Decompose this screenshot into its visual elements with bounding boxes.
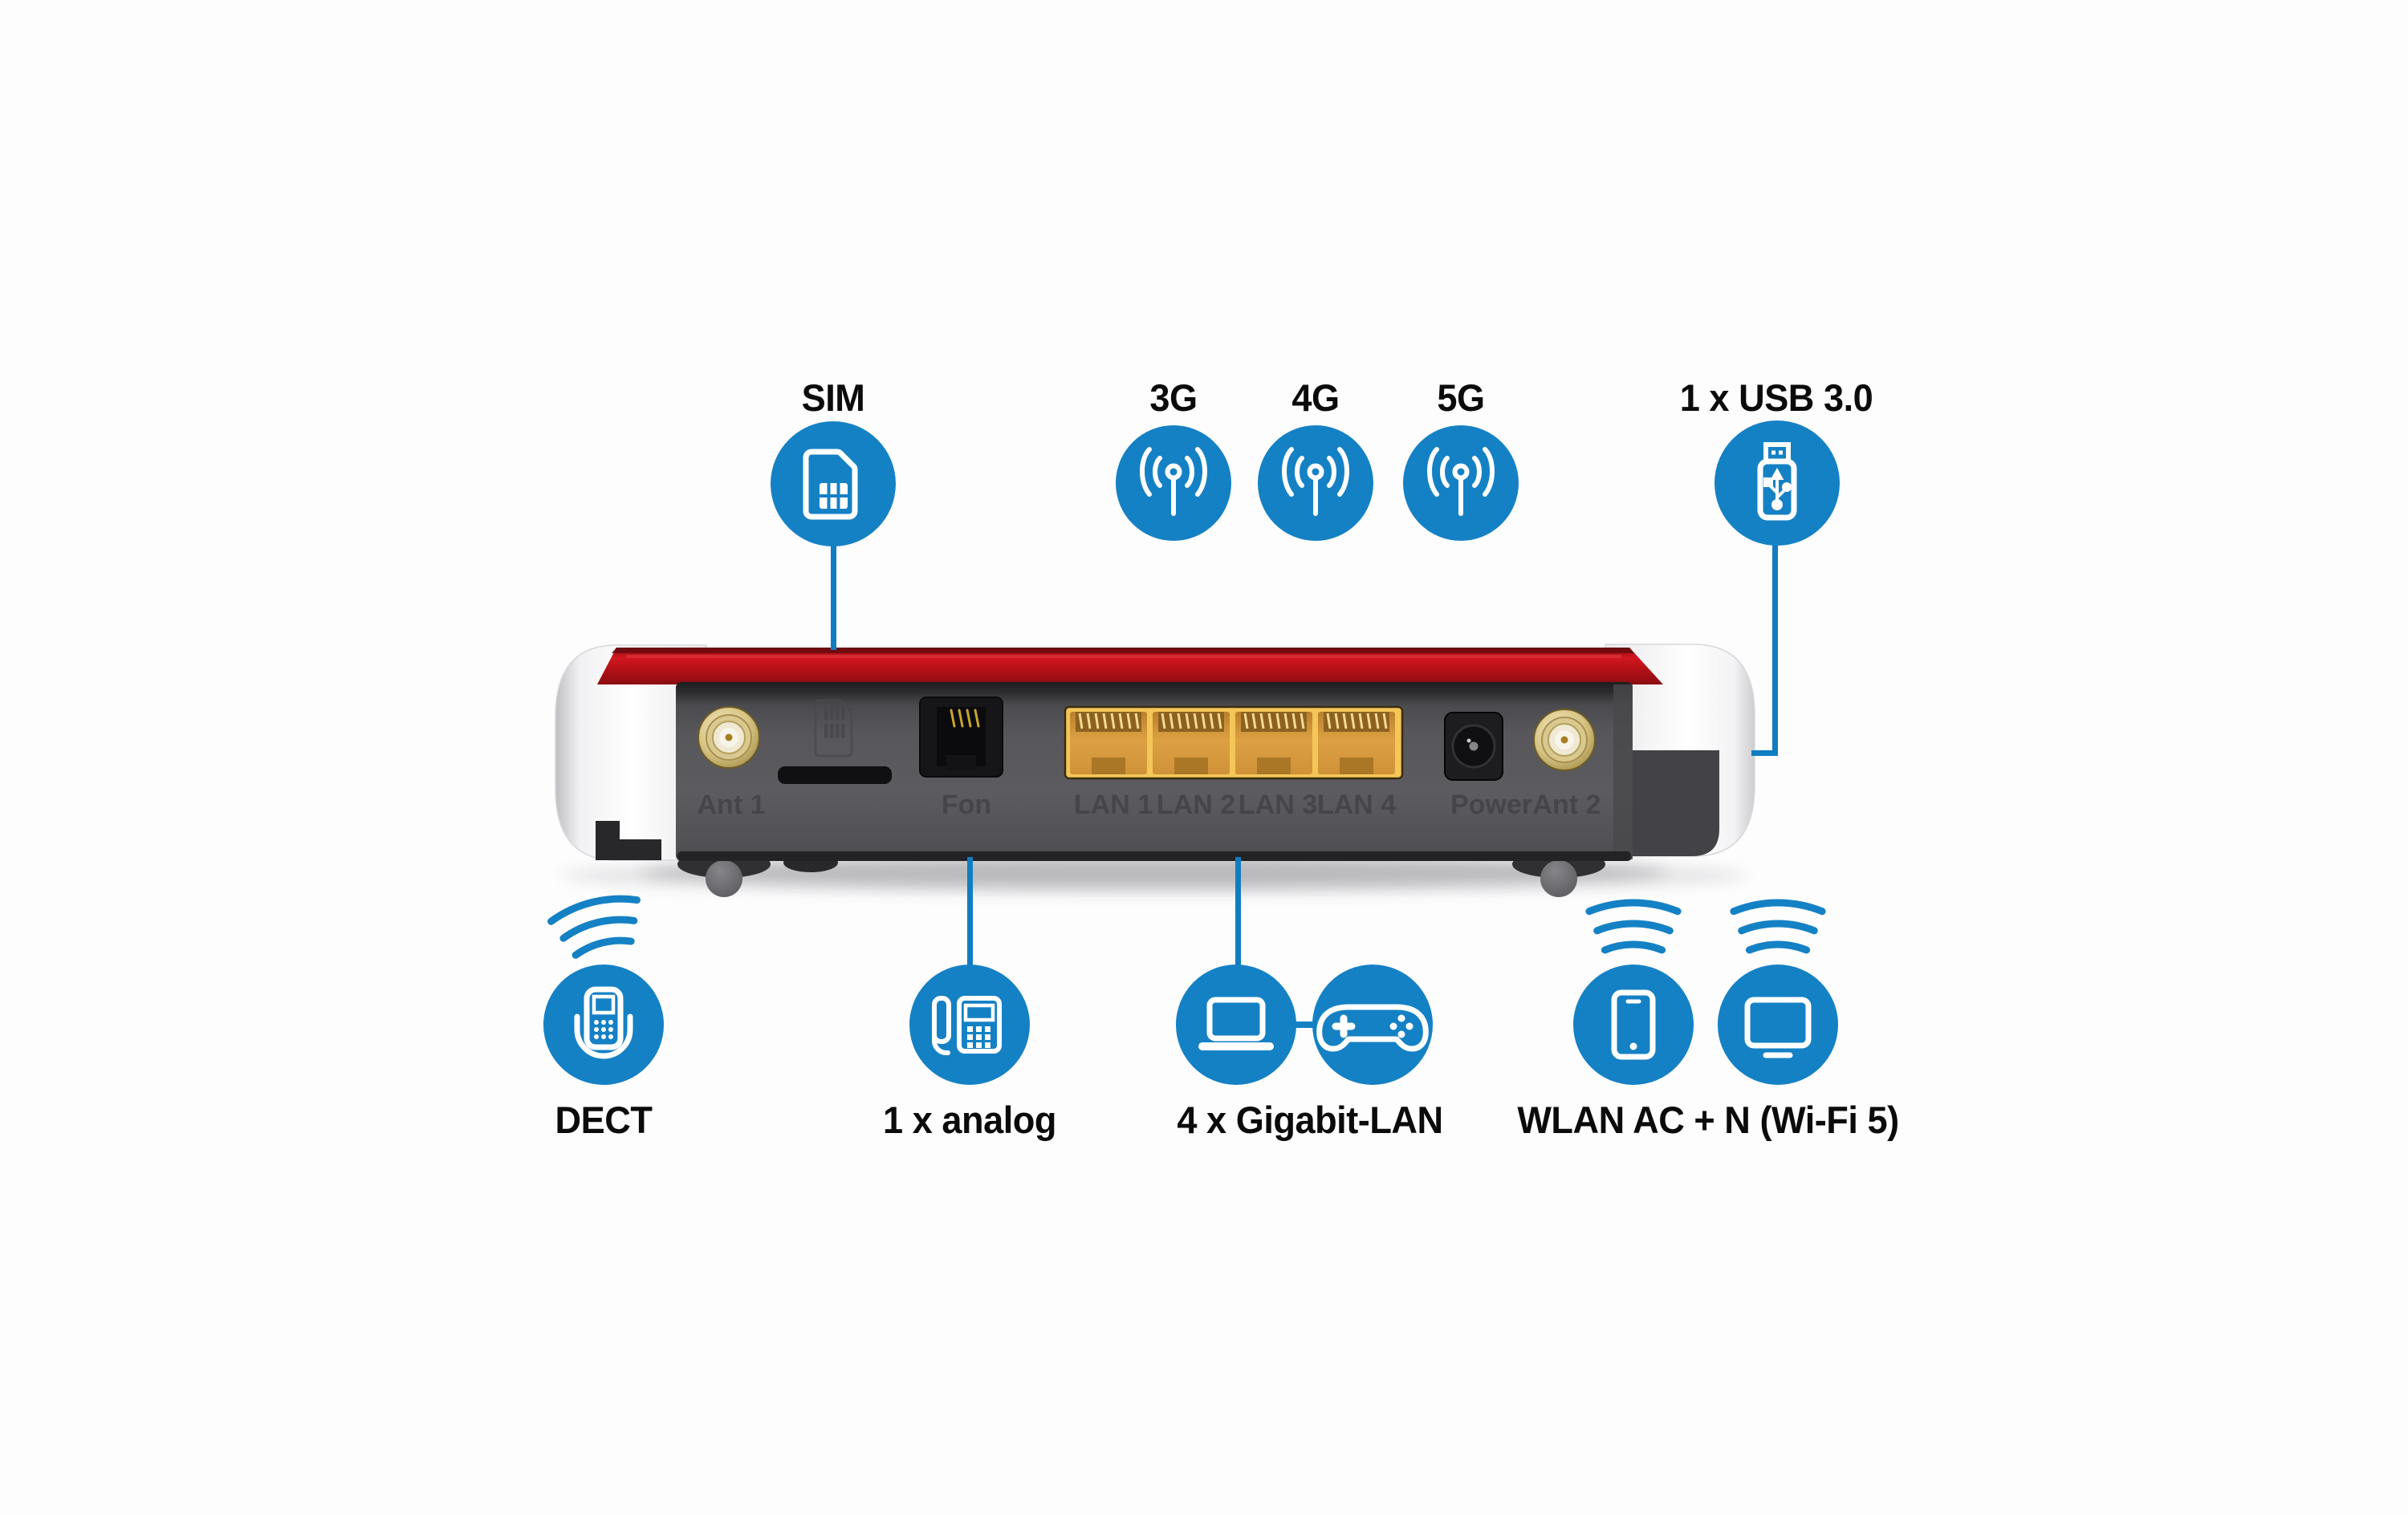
sim-badge [771, 421, 896, 546]
port-label-lan3: LAN 3 [1239, 790, 1317, 820]
4g-badge [1258, 425, 1373, 541]
right-side-panel [1605, 750, 1719, 856]
gigabit-link-bar [1284, 1022, 1324, 1028]
game-controller-icon [1316, 1004, 1429, 1052]
label-wlan: WLAN AC + N (Wi-Fi 5) [1517, 1099, 1899, 1141]
gigabit-lan-gamepad-badge [1312, 965, 1433, 1085]
analog-badge [909, 965, 1030, 1085]
port-label-ant1: Ant 1 [698, 790, 766, 820]
wlan-phone-badge [1573, 965, 1694, 1085]
label-analog: 1 x analog [883, 1099, 1056, 1141]
smartphone-icon [1611, 989, 1656, 1060]
port-label-lan2: LAN 2 [1157, 790, 1235, 820]
analog-phone-icon [932, 996, 1002, 1055]
sim-slot[interactable] [778, 766, 892, 784]
label-usb: 1 x USB 3.0 [1679, 376, 1873, 419]
gigabit-lan-laptop-badge [1176, 965, 1296, 1085]
power-jack[interactable] [1444, 712, 1503, 781]
label-gigabit: 4 x Gigabit-LAN [1177, 1099, 1443, 1141]
lan-callout-line [1235, 857, 1241, 971]
analog-callout-line [967, 857, 973, 971]
port-label-lan4: LAN 4 [1317, 790, 1396, 820]
label-5g: 5G [1437, 376, 1485, 419]
sim-card-icon [803, 449, 858, 520]
usb-callout-line-v [1772, 542, 1778, 756]
port-label-ant2: Ant 2 [1533, 790, 1601, 820]
router-rear-view: Ant 1 Fon LAN 1 LAN 2 LAN 3 LAN 4 Power … [555, 644, 1755, 897]
label-dect: DECT [555, 1099, 653, 1141]
label-3g: 3G [1149, 376, 1198, 419]
usb-badge [1714, 420, 1840, 546]
usb-stick-icon [1757, 442, 1797, 521]
sim-callout-line [831, 539, 836, 650]
laptop-icon [1198, 997, 1274, 1050]
wlan-phone-waves [1585, 899, 1682, 954]
tv-icon [1744, 997, 1812, 1058]
antenna-icon [1140, 447, 1207, 516]
body-bottom-edge [677, 851, 1631, 861]
wlan-tv-badge [1718, 965, 1838, 1085]
left-end-cap [555, 644, 707, 861]
fon-port[interactable] [919, 697, 1003, 778]
label-4g: 4G [1291, 376, 1340, 419]
label-sim: SIM [801, 376, 865, 419]
port-label-lan1: LAN 1 [1074, 790, 1153, 820]
lan-ports[interactable] [1064, 705, 1404, 780]
wlan-tv-waves [1730, 899, 1826, 954]
cap-notch [596, 821, 661, 860]
port-label-power: Power [1450, 790, 1532, 820]
cordless-phone-icon [574, 986, 633, 1059]
sim-emboss-icon [814, 699, 853, 758]
red-top-panel [597, 648, 1663, 684]
port-label-fon: Fon [942, 790, 991, 820]
dect-wireless-waves [547, 895, 641, 959]
3g-badge [1116, 425, 1231, 541]
dect-badge [543, 965, 664, 1085]
antenna-icon [1282, 447, 1349, 516]
antenna-icon [1427, 447, 1495, 516]
5g-badge [1403, 425, 1519, 541]
usb-callout-line-h [1751, 750, 1778, 756]
